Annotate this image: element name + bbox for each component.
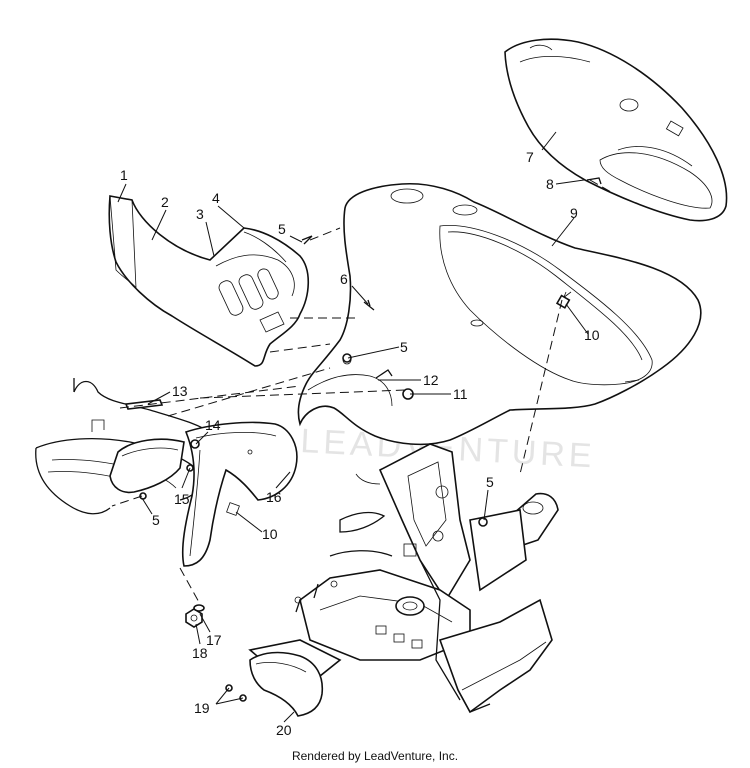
- callout-9: 9: [570, 205, 578, 221]
- assembly-dashed-lines: [111, 179, 619, 605]
- callout-leaders: [117, 131, 589, 723]
- side-panel-parts-1-4: [108, 195, 310, 367]
- fasteners: [139, 177, 602, 702]
- strip-part-13: [124, 399, 164, 410]
- guard-part-20: [249, 651, 324, 717]
- callout-12: 12: [423, 372, 439, 388]
- render-credit: Rendered by LeadVenture, Inc.: [291, 749, 459, 763]
- callout-5-left: 5: [152, 512, 160, 528]
- fender-flare-part-16: [181, 421, 298, 567]
- callout-1: 1: [120, 167, 128, 183]
- callout-14: 14: [205, 417, 221, 433]
- callout-10-top: 10: [584, 327, 600, 343]
- callout-2: 2: [161, 194, 169, 210]
- callout-10-bottom: 10: [262, 526, 278, 542]
- callout-17: 17: [206, 632, 222, 648]
- callout-5-frame: 5: [486, 474, 494, 490]
- rear-fender-part-9: [297, 182, 702, 446]
- callout-4: 4: [212, 190, 220, 206]
- callout-16: 16: [266, 489, 282, 505]
- callout-20: 20: [276, 722, 292, 738]
- callout-5-top: 5: [278, 221, 286, 237]
- callout-5-fender: 5: [400, 339, 408, 355]
- seat-part-7: [504, 38, 728, 222]
- callout-19: 19: [194, 700, 210, 716]
- callout-15: 15: [174, 491, 190, 507]
- callout-7: 7: [526, 149, 534, 165]
- callout-18: 18: [192, 645, 208, 661]
- callout-8: 8: [546, 176, 554, 192]
- callout-13: 13: [172, 383, 188, 399]
- callout-11: 11: [453, 386, 468, 402]
- callout-6: 6: [340, 271, 348, 287]
- callout-3: 3: [196, 206, 204, 222]
